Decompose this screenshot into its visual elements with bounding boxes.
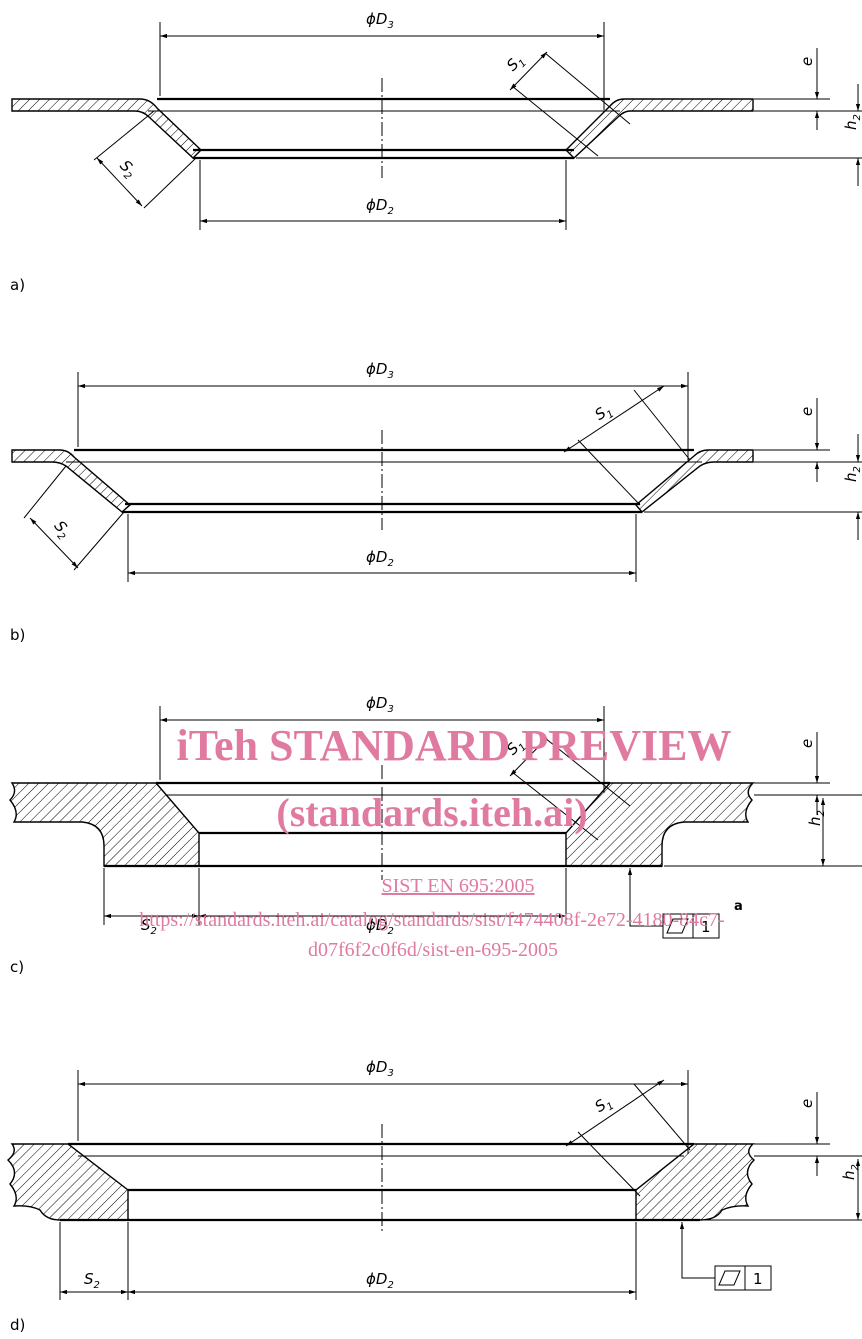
label-d3-d: ϕD3 [366, 1058, 394, 1079]
figure-label-d: d) [10, 1316, 25, 1334]
watermark-url-line1[interactable]: https://standards.iteh.ai/catalog/standa… [139, 909, 724, 931]
flatness-icon-c [666, 918, 689, 934]
label-e-a: e [798, 57, 816, 66]
tolerance-value-c: 1 [701, 918, 711, 936]
ext-s1a-a [511, 85, 599, 157]
label-s2-b: S2 [48, 517, 74, 543]
label-d3-a: ϕD3 [366, 10, 394, 31]
tolerance-value-box-d [744, 1265, 772, 1291]
figure-label-a: a) [10, 276, 25, 294]
figure-b: ϕD3 ϕD2 S1 S2 e h2 b) [10, 360, 862, 644]
ext-s1a-d [577, 1131, 641, 1197]
label-d2-b: ϕD2 [366, 548, 394, 569]
figure-a: ϕD3 ϕD2 S1 S2 e h2 a) [10, 10, 862, 294]
label-e-d: e [798, 1099, 816, 1108]
flange-right-a [565, 98, 754, 159]
label-d2-a: ϕD2 [366, 196, 394, 217]
tolerance-symbol-box-d [714, 1265, 746, 1291]
label-d2-d: ϕD2 [366, 1270, 394, 1291]
figure-c: ϕD3 S2 ϕD2 S1 e h2 1 a c) [9, 694, 862, 976]
label-s2-d: S2 [84, 1270, 100, 1291]
dim-s1-a [509, 51, 548, 91]
label-d3-b: ϕD3 [366, 360, 394, 381]
label-h2-d: h2 [840, 1164, 861, 1180]
figure-label-c: c) [10, 958, 24, 976]
label-e-b: e [798, 407, 816, 416]
ext-s2b-b [73, 511, 125, 571]
body-right-c [565, 782, 755, 867]
label-d2-c: ϕD2 [366, 916, 394, 937]
label-d3-c: ϕD3 [366, 694, 394, 715]
label-s2-c: S2 [141, 916, 157, 937]
watermark-subtitle: (standards.iteh.ai) [276, 790, 587, 835]
ext-s2a-a [93, 110, 155, 161]
figure-d: ϕD3 S2 ϕD2 S1 e h2 1 d) [6, 1058, 862, 1334]
dim-s1-d [565, 1079, 665, 1147]
dim-s2-b [29, 517, 79, 569]
dim-s1-b [563, 385, 665, 453]
tolerance-leader-c [627, 868, 663, 927]
ext-s2b-a [143, 157, 197, 209]
ext-s1a-c [511, 771, 599, 841]
body-left-c [9, 782, 200, 867]
tolerance-value-d: 1 [753, 1270, 763, 1288]
watermark-title: iTeh STANDARD PREVIEW [177, 721, 732, 770]
tolerance-value-box-c [692, 913, 720, 939]
flange-right-b [635, 449, 754, 513]
watermark-url-line2[interactable]: d07f6f2c0f6d/sist-en-695-2005 [308, 939, 558, 961]
body-right-d [635, 1143, 756, 1221]
label-s1-a: S1 [503, 51, 529, 77]
ext-s2a-b [23, 465, 67, 519]
tolerance-note-c: a [734, 899, 743, 914]
ext-s1b-d [633, 1083, 691, 1151]
label-s2-a: S2 [114, 156, 140, 182]
ext-s1b-a [544, 52, 631, 125]
flange-left-b [11, 449, 132, 513]
ext-s1b-c [544, 737, 631, 807]
dim-s1-c [509, 737, 548, 777]
watermark: iTeh STANDARD PREVIEW (standards.iteh.ai… [139, 721, 731, 961]
watermark-standard-id[interactable]: SIST EN 695:2005 [382, 875, 535, 897]
figure-label-b: b) [10, 626, 25, 644]
flatness-icon-d [718, 1270, 741, 1286]
tolerance-leader-d [679, 1222, 715, 1279]
label-h2-a: h2 [842, 114, 862, 130]
label-h2-b: h2 [842, 466, 862, 482]
dim-s2-a [96, 157, 143, 207]
label-e-c: e [798, 739, 816, 748]
label-h2-c: h2 [806, 810, 827, 826]
label-s1-b: S1 [592, 400, 617, 426]
body-left-d [6, 1143, 129, 1221]
